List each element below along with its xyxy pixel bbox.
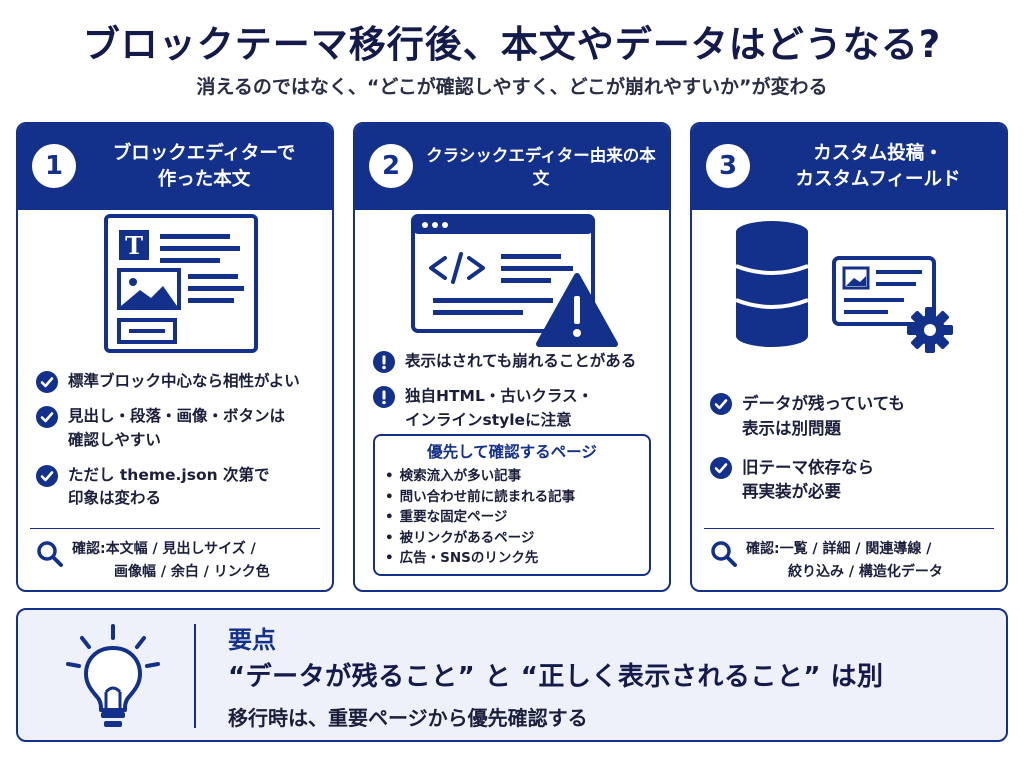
priority-item: 問い合わせ前に読まれる記事 [385,487,639,508]
card-number: 3 [706,144,750,188]
card-classic-editor: 2 クラシックエディター由来の本文 表示はされても崩れることがある 独自HTML… [353,122,671,592]
list-item-text: 表示はされても崩れることがある [405,352,637,370]
priority-title: 優先して確認するページ [427,443,597,461]
list-item-text: 標準ブロック中心なら相性がよい [68,372,300,390]
list-item: 見出し・段落・画像・ボタンは 確認しやすい [36,405,322,452]
check-circle-icon [710,393,732,415]
exclamation-circle-icon [373,351,395,373]
card-number: 1 [32,144,76,188]
list-item-text: 旧テーマ依存なら 再実装が必要 [742,457,874,502]
priority-item: 検索流入が多い記事 [385,466,639,487]
summary-main-text: “データが残ること” と “正しく表示されること” は別 [228,662,884,692]
exclamation-circle-icon [373,386,395,409]
divider [30,528,320,529]
confirm-section: 確認:一覧 / 詳細 / 関連導線 / 絞り込み / 構造化データ [710,538,998,584]
card-block-editor: 1 ブロックエディターで 作った本文 T 標準ブロック中心なら相性がよい 見出し… [16,122,334,592]
list-item-text: ただし theme.json 次第で 印象は変わる [68,465,270,507]
database-icon [735,221,953,353]
card-title: カスタム投稿・ カスタムフィールド [795,143,961,190]
magnifier-icon [37,541,63,567]
priority-pages-box: 優先して確認するページ 検索流入が多い記事 問い合わせ前に読まれる記事 重要な固… [373,434,651,576]
list-item-text: データが残っていても 表示は別問題 [742,394,905,438]
check-circle-icon [36,371,58,393]
list-item: 独自HTML・古いクラス・ インラインstyleに注意 [373,385,659,432]
magnifier-icon [711,541,737,567]
document-layout-icon: T [104,214,258,353]
light-bulb-icon [66,624,160,727]
card-header: 3 カスタム投稿・ カスタムフィールド [692,124,1006,210]
list-item: ただし theme.json 次第で 印象は変わる [36,464,322,511]
check-circle-icon [36,406,58,429]
divider [704,528,994,529]
card-custom-post: 3 カスタム投稿・ カスタムフィールド [690,122,1008,592]
list-item-text: 見出し・段落・画像・ボタンは 確認しやすい [68,407,286,449]
code-window-icon [411,214,618,347]
summary-label: 要点 [228,626,276,654]
list-item: 表示はされても崩れることがある [373,350,659,373]
list-item: データが残っていても 表示は別問題 [710,392,996,442]
card-title: ブロックエディターで 作った本文 [112,143,296,190]
card-title: クラシックエディター由来の本文 [426,145,656,188]
priority-item: 重要な固定ページ [385,507,639,528]
warning-list: 表示はされても崩れることがある 独自HTML・古いクラス・ インラインstyle… [373,350,659,444]
confirm-text: 確認:一覧 / 詳細 / 関連導線 / 絞り込み / 構造化データ [746,541,943,581]
page-title: ブロックテーマ移行後、本文やデータはどうなる? [82,23,942,66]
priority-item: 広告・SNSのリンク先 [385,548,639,569]
list-item-text: 独自HTML・古いクラス・ インラインstyleに注意 [405,387,594,429]
confirm-text: 確認:本文幅 / 見出しサイズ / 画像幅 / 余白 / リンク色 [72,541,270,581]
summary-separator [194,624,196,728]
list-item: 標準ブロック中心なら相性がよい [36,370,322,393]
summary-box: 要点 “データが残ること” と “正しく表示されること” は別 移行時は、重要ペ… [16,608,1008,742]
priority-item: 被リンクがあるページ [385,528,639,549]
confirm-section: 確認:本文幅 / 見出しサイズ / 画像幅 / 余白 / リンク色 [36,538,324,584]
card-header: 1 ブロックエディターで 作った本文 [18,124,332,210]
summary-sub-text: 移行時は、重要ページから優先確認する [228,706,588,730]
card-header: 2 クラシックエディター由来の本文 [355,124,669,210]
page-subtitle: 消えるのではなく、“どこが確認しやすく、どこが崩れやすいか”が変わる [196,76,828,98]
card-number: 2 [369,144,413,188]
list-item: 旧テーマ依存なら 再実装が必要 [710,456,996,506]
feature-list: データが残っていても 表示は別問題 旧テーマ依存なら 再実装が必要 [710,392,996,517]
feature-list: 標準ブロック中心なら相性がよい 見出し・段落・画像・ボタンは 確認しやすい ただ… [36,370,322,522]
svg-text:T: T [125,231,143,260]
check-circle-icon [710,456,732,479]
check-circle-icon [36,464,58,487]
